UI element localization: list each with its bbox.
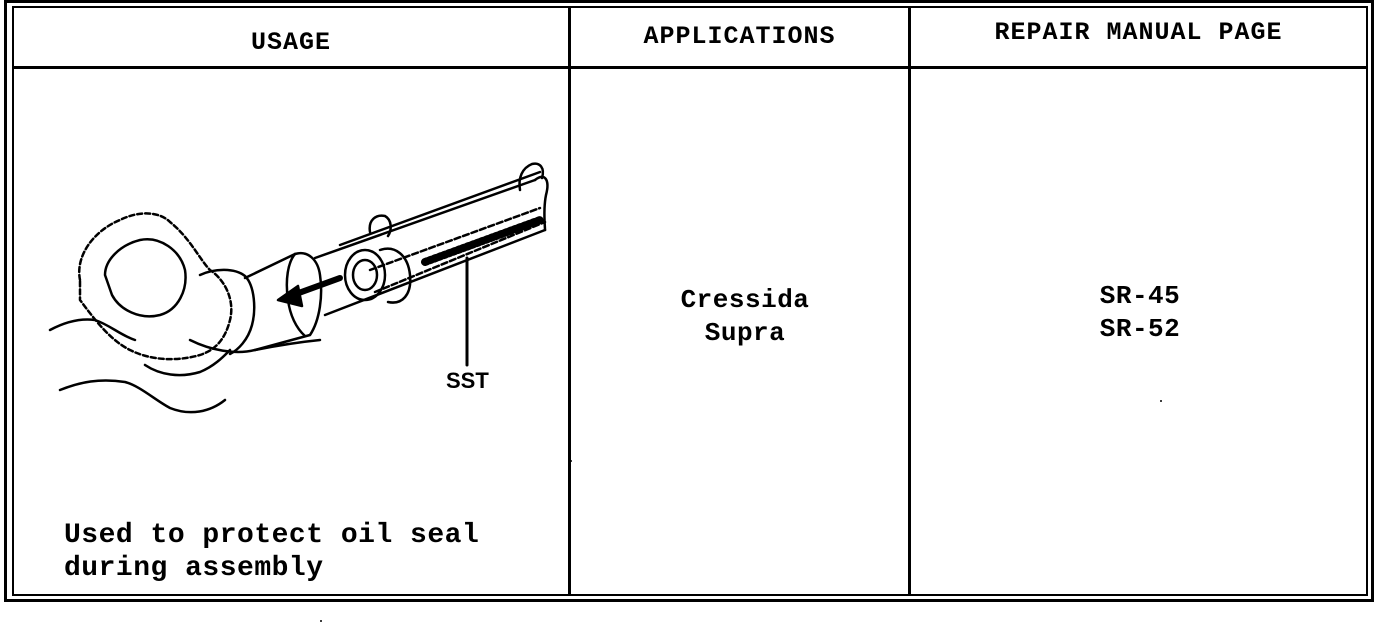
oil-seal-protector-illustration <box>48 162 549 414</box>
scan-speck <box>1160 400 1162 402</box>
header-usage: USAGE <box>250 28 331 57</box>
column-divider-2 <box>908 6 911 594</box>
repair-manual-page-item: SR-45 <box>1099 281 1181 311</box>
application-item: Supra <box>704 318 786 348</box>
usage-description-line-2: during assembly <box>64 553 324 584</box>
applications-cell: Cressida Supra <box>600 284 890 350</box>
repair-manual-pages-cell: SR-45 SR-52 <box>920 280 1360 346</box>
header-divider <box>14 66 1366 69</box>
sst-label: SST <box>446 368 489 393</box>
usage-description: Used to protect oil seal during assembly <box>64 519 479 585</box>
scan-speck <box>320 620 322 622</box>
header-applications: APPLICATIONS <box>643 22 836 51</box>
column-divider-1 <box>568 6 571 594</box>
scan-speck <box>570 460 572 462</box>
table-outer-border <box>4 0 1374 602</box>
usage-description-line-1: Used to protect oil seal <box>64 520 480 551</box>
repair-manual-page-item: SR-52 <box>1099 314 1181 344</box>
header-repair-manual-page: REPAIR MANUAL PAGE <box>994 18 1283 47</box>
table-inner-border <box>12 6 1368 596</box>
application-item: Cressida <box>680 285 810 315</box>
